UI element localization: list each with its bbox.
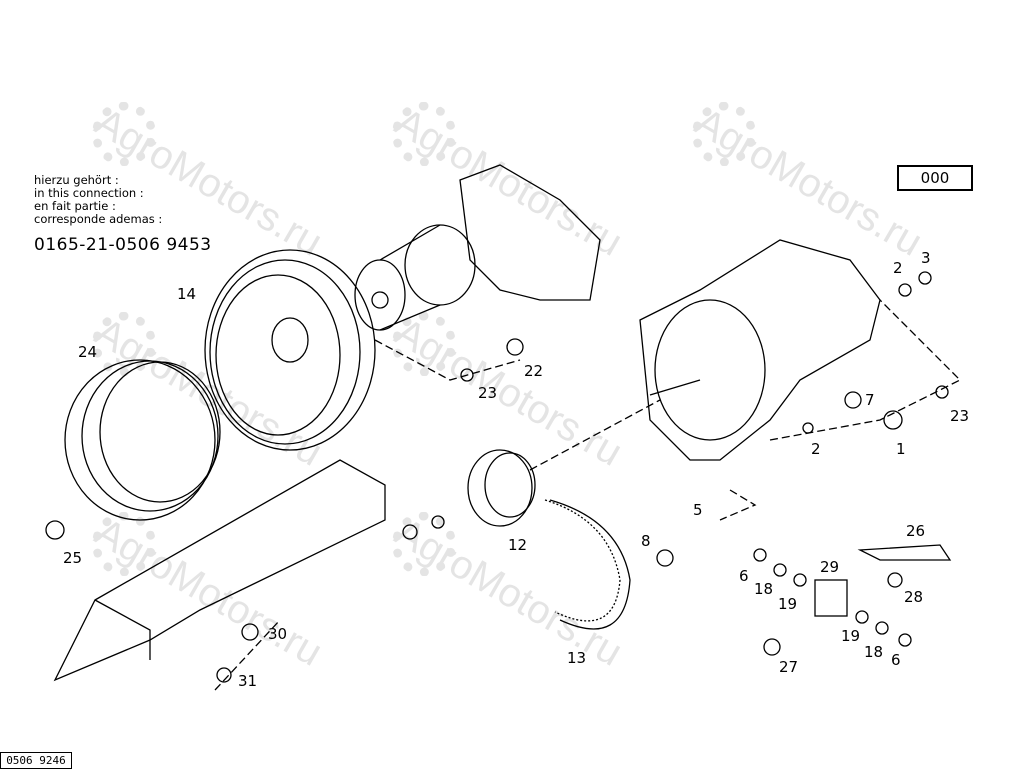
watermark-gear-icon <box>392 312 456 376</box>
callout: 19 <box>841 627 861 645</box>
callout: 12 <box>508 536 528 554</box>
guard-bracket-drawing <box>53 459 386 682</box>
callout: 19 <box>778 595 798 613</box>
pulley-12-drawing <box>467 449 536 527</box>
callout: 24 <box>78 343 98 361</box>
callout: 5 <box>693 501 703 519</box>
callout: 26 <box>906 522 926 540</box>
callout: 23 <box>478 384 498 402</box>
connection-header: hierzu gehört : in this connection : en … <box>34 174 162 226</box>
belt-13-drawing <box>549 499 631 630</box>
watermark-gear-icon <box>92 102 156 166</box>
callout: 23 <box>950 407 970 425</box>
callout: 7 <box>865 391 875 409</box>
callout: 28 <box>904 588 924 606</box>
header-line-en: in this connection : <box>34 186 144 200</box>
header-line-de: hierzu gehört : <box>34 173 119 187</box>
callout: 27 <box>779 658 799 676</box>
belt-24-drawing <box>64 359 221 521</box>
header-line-es: corresponde ademas : <box>34 212 163 226</box>
footer-id: 0506 9246 <box>0 752 72 769</box>
pulley-14-drawing <box>204 249 376 451</box>
callout: 8 <box>641 532 651 550</box>
header-line-fr: en fait partie : <box>34 199 116 213</box>
callout: 2 <box>811 440 821 458</box>
block-29-drawing <box>814 579 848 617</box>
belt-13-teeth <box>544 499 621 622</box>
watermark-gear-icon <box>392 102 456 166</box>
callout: 14 <box>177 285 197 303</box>
assembly-lines <box>214 299 962 691</box>
watermark-gear-icon <box>92 312 156 376</box>
fasteners <box>45 271 949 683</box>
callout: 13 <box>567 649 587 667</box>
callout: 30 <box>268 625 288 643</box>
callout: 1 <box>896 440 906 458</box>
callout: 6 <box>891 651 901 669</box>
alternator-drawing <box>639 239 881 461</box>
callout: 18 <box>864 643 884 661</box>
watermark-gear-icon <box>392 512 456 576</box>
crankshaft-drawing <box>354 164 601 331</box>
callout: 2 <box>893 259 903 277</box>
callout: 3 <box>921 249 931 267</box>
callout: 25 <box>63 549 83 567</box>
callout: 18 <box>754 580 774 598</box>
group-box: 000 <box>897 165 973 191</box>
callout: 29 <box>820 558 840 576</box>
bracket-26-drawing <box>857 544 952 561</box>
watermark-gear-icon <box>92 512 156 576</box>
callout: 6 <box>739 567 749 585</box>
callout: 31 <box>238 672 258 690</box>
reference-number: 0165-21-0506 9453 <box>34 235 212 255</box>
callout: 22 <box>524 362 544 380</box>
watermark-gear-icon <box>692 102 756 166</box>
